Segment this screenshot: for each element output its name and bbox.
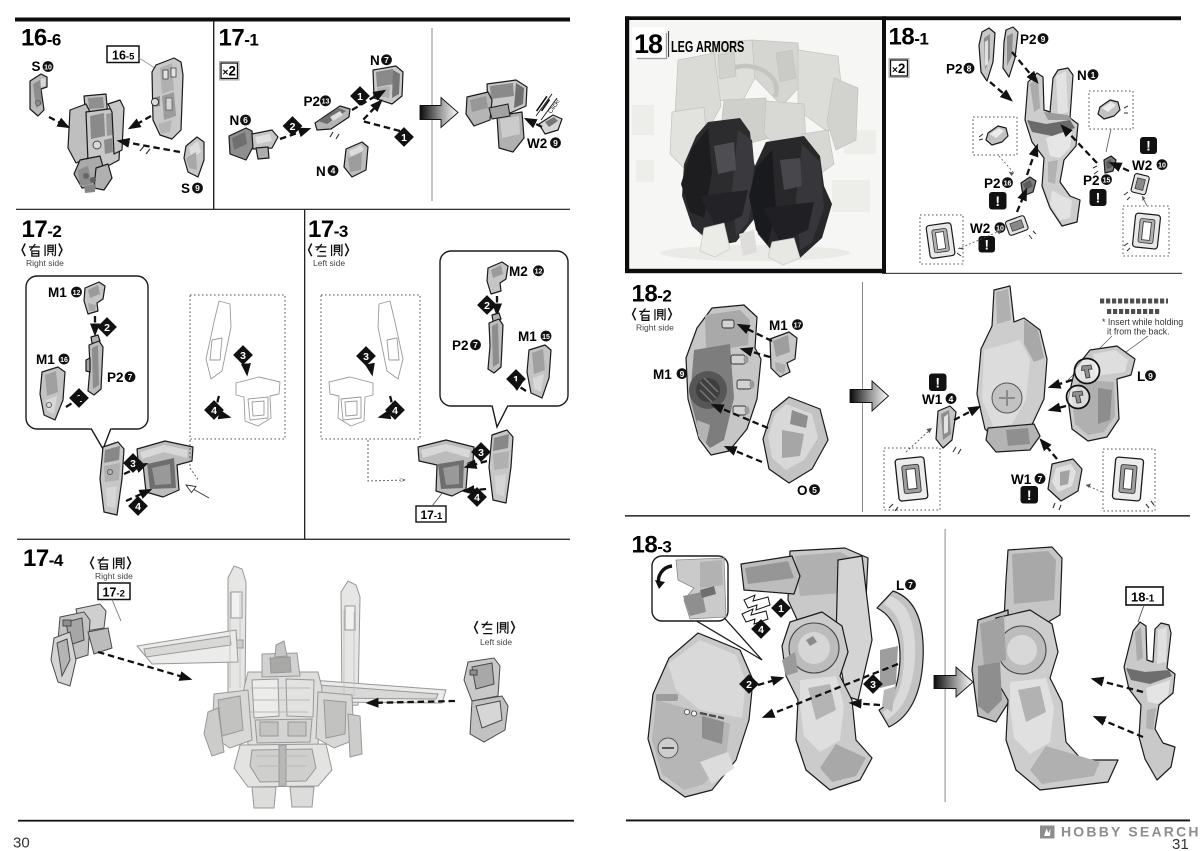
svg-text:!: !: [1096, 190, 1101, 206]
svg-text:17: 17: [794, 322, 802, 329]
svg-text:L: L: [896, 578, 904, 593]
svg-text:N: N: [316, 164, 326, 179]
svg-text:10: 10: [996, 225, 1004, 232]
svg-text:4: 4: [135, 501, 141, 513]
svg-text:Right side: Right side: [95, 571, 133, 581]
svg-text:15: 15: [1103, 177, 1111, 184]
svg-text:17-4: 17-4: [23, 545, 64, 572]
svg-text:M1: M1: [518, 329, 537, 344]
svg-text:P2: P2: [984, 176, 1001, 191]
svg-text:N: N: [1077, 68, 1087, 83]
svg-text:4: 4: [392, 405, 398, 417]
svg-text:Left side: Left side: [480, 637, 512, 647]
svg-text:W2: W2: [1132, 158, 1152, 173]
svg-text:16-5: 16-5: [112, 49, 135, 63]
svg-text:7: 7: [128, 372, 133, 382]
svg-text:7: 7: [384, 55, 389, 65]
svg-text:4: 4: [211, 405, 217, 417]
svg-text:LEG ARMORS: LEG ARMORS: [671, 38, 744, 56]
svg-text:!: !: [995, 193, 1000, 209]
svg-text:2: 2: [104, 322, 110, 334]
svg-text:18: 18: [634, 29, 663, 59]
svg-text:4: 4: [949, 394, 954, 404]
svg-text:9: 9: [1148, 371, 1153, 381]
svg-text:S: S: [32, 59, 41, 74]
svg-text:Right side: Right side: [636, 323, 674, 333]
svg-text:W1: W1: [922, 392, 943, 407]
svg-text:10: 10: [44, 64, 52, 71]
svg-text:3: 3: [130, 458, 136, 470]
svg-text:S: S: [181, 181, 190, 196]
svg-text:12: 12: [73, 290, 81, 297]
svg-text:!: !: [935, 375, 940, 391]
svg-text:13: 13: [322, 99, 330, 106]
svg-text:1: 1: [401, 132, 407, 144]
svg-text:2: 2: [746, 679, 752, 691]
svg-text:9: 9: [195, 183, 200, 193]
svg-text:P2: P2: [946, 62, 963, 77]
svg-text:P2: P2: [107, 370, 124, 385]
svg-text:18-1: 18-1: [1131, 590, 1155, 605]
svg-text:W2: W2: [527, 136, 547, 151]
svg-text:Left side: Left side: [313, 258, 345, 268]
svg-text:3: 3: [478, 447, 484, 459]
svg-text:9: 9: [680, 369, 685, 379]
svg-text:6: 6: [243, 115, 248, 125]
svg-text:16: 16: [60, 357, 68, 364]
svg-text:!: !: [1027, 487, 1032, 503]
svg-text:P2: P2: [1020, 32, 1037, 47]
svg-text:×2: ×2: [892, 61, 905, 76]
svg-text:W1: W1: [1011, 472, 1032, 487]
svg-text:10: 10: [1158, 162, 1166, 169]
svg-text:it from the back.: it from the back.: [1107, 327, 1170, 337]
svg-text:15: 15: [542, 334, 550, 341]
svg-text:!: !: [984, 238, 989, 253]
svg-text:2: 2: [290, 121, 296, 133]
svg-text:17-2: 17-2: [22, 216, 62, 243]
svg-text:12: 12: [535, 269, 543, 276]
svg-text:7: 7: [908, 580, 913, 590]
svg-text:!: !: [1146, 138, 1151, 154]
svg-text:O: O: [797, 483, 808, 498]
svg-text:3: 3: [363, 351, 369, 363]
svg-text:2: 2: [484, 300, 490, 312]
svg-text:4: 4: [474, 492, 480, 504]
svg-text:9: 9: [1041, 34, 1046, 44]
svg-text:9: 9: [553, 138, 558, 148]
svg-text:M2: M2: [509, 264, 528, 279]
svg-text:3: 3: [240, 350, 246, 362]
svg-text:W2: W2: [970, 221, 990, 236]
svg-text:1: 1: [778, 603, 784, 615]
svg-text:16: 16: [1004, 180, 1012, 187]
svg-text:Right side: Right side: [26, 258, 64, 268]
svg-text:P2: P2: [452, 338, 469, 353]
svg-text:1: 1: [1091, 70, 1096, 80]
svg-text:30: 30: [13, 835, 30, 851]
svg-text:HOBBY SEARCH: HOBBY SEARCH: [1061, 824, 1200, 840]
svg-text:M1: M1: [36, 352, 55, 367]
svg-text:31: 31: [1172, 836, 1189, 851]
svg-text:17-2: 17-2: [103, 586, 125, 600]
svg-text:M1: M1: [48, 285, 67, 300]
svg-text:7: 7: [473, 340, 478, 350]
svg-text:3: 3: [870, 679, 876, 691]
svg-text:M1: M1: [653, 367, 672, 382]
svg-text:5: 5: [812, 485, 817, 495]
svg-text:M1: M1: [769, 318, 788, 333]
svg-text:L: L: [1137, 369, 1145, 384]
svg-text:N: N: [230, 113, 240, 128]
svg-text:* Insert while holding: * Insert while holding: [1102, 317, 1183, 327]
svg-text:N: N: [370, 53, 380, 68]
svg-text:17-1: 17-1: [421, 508, 444, 522]
svg-text:P2: P2: [1083, 173, 1100, 188]
svg-text:P2: P2: [304, 94, 321, 109]
svg-text:1: 1: [357, 91, 363, 103]
svg-text:×2: ×2: [223, 64, 236, 79]
svg-text:7: 7: [1038, 474, 1043, 484]
svg-text:4: 4: [758, 624, 764, 636]
svg-text:8: 8: [967, 63, 972, 73]
svg-text:4: 4: [331, 166, 336, 176]
